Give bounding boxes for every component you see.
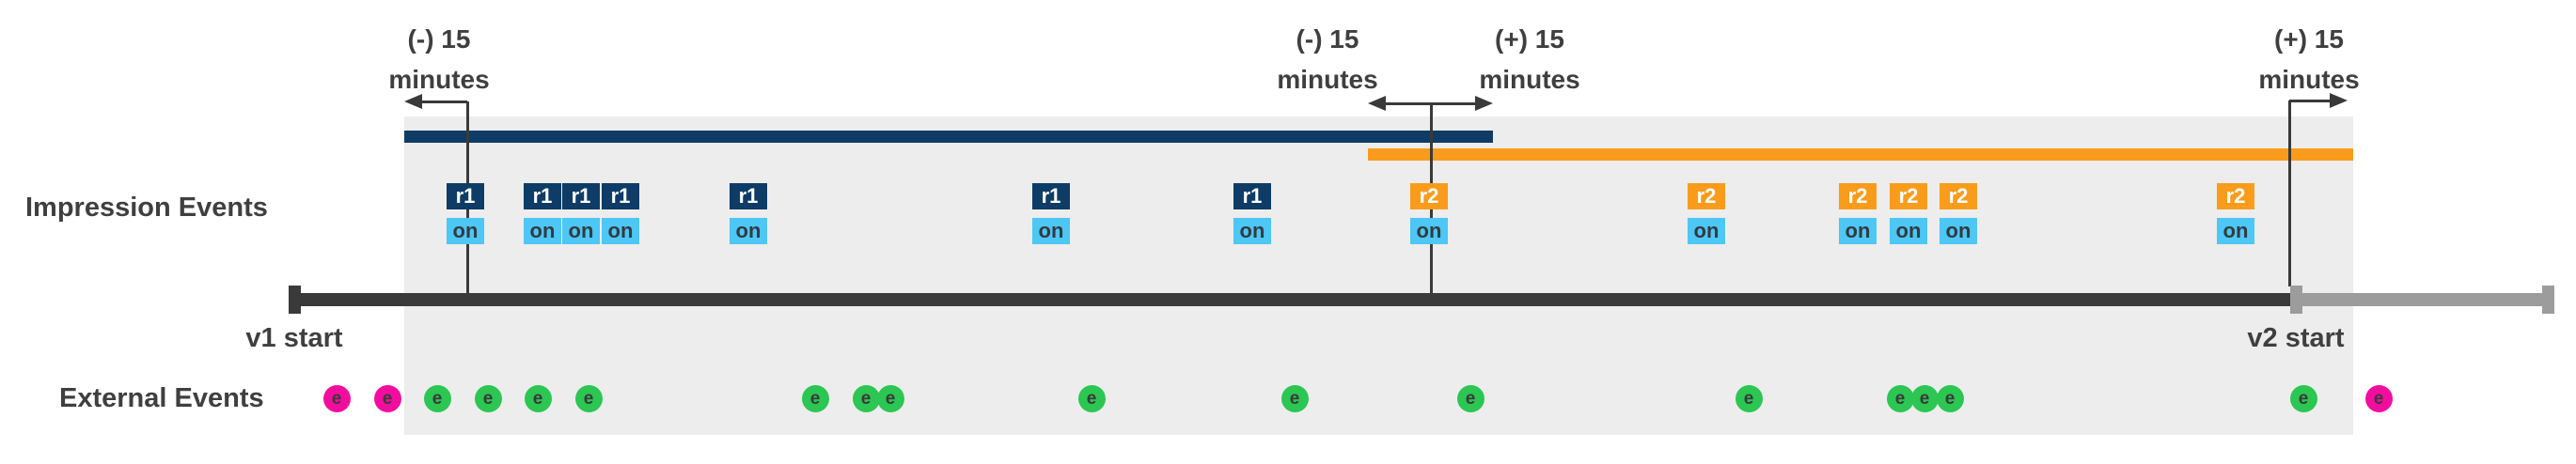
impression-box-r1: r1 bbox=[730, 183, 767, 209]
external-event-dot-green: e bbox=[574, 384, 603, 412]
impression-on-box: on bbox=[1410, 218, 1448, 244]
external-event-dot-green: e bbox=[1886, 384, 1914, 412]
external-event-dot-green: e bbox=[1735, 384, 1763, 412]
v2-minus-15-label-line2: minutes bbox=[1277, 65, 1378, 94]
external-event-dot-green: e bbox=[1456, 384, 1484, 412]
v2-plus-15-label-line1: (+) 15 bbox=[1495, 24, 1564, 54]
v1-start-label: v1 start bbox=[245, 323, 343, 353]
v2-end-plus-15-label: (+) 15 minutes bbox=[2258, 19, 2359, 100]
external-event-dot-green: e bbox=[1910, 384, 1939, 412]
external-event-dot-pink: e bbox=[2364, 384, 2393, 412]
impression-box-r2: r2 bbox=[1688, 183, 1725, 209]
v1-minus-15-label: (-) 15 minutes bbox=[388, 19, 489, 100]
external-event-dot-green: e bbox=[852, 384, 880, 412]
v2-timeline-segment bbox=[2290, 293, 2554, 306]
v2-plus-15-label-line2: minutes bbox=[1479, 65, 1580, 94]
impression-box-r2: r2 bbox=[1839, 183, 1877, 209]
impression-box-r2: r2 bbox=[1410, 183, 1448, 209]
external-event-dot-green: e bbox=[474, 384, 502, 412]
v2-end-plus-15-arrow-shaft bbox=[2289, 100, 2333, 102]
v2-end-plus-15-label-line1: (+) 15 bbox=[2274, 24, 2344, 54]
v1-timeline-segment bbox=[289, 293, 2290, 306]
v2-minus-15-arrowhead-right-icon bbox=[1475, 96, 1493, 111]
v1-impression-window-bar bbox=[404, 131, 1493, 143]
v2-minus-15-arrowhead-left-icon bbox=[1368, 96, 1386, 111]
v1-minus-15-label-line1: (-) 15 bbox=[407, 24, 471, 54]
impression-on-box: on bbox=[602, 218, 639, 244]
v2-start-label: v2 start bbox=[2247, 323, 2345, 353]
impression-on-box: on bbox=[1940, 218, 1977, 244]
external-event-dot-green: e bbox=[1936, 384, 1964, 412]
impression-on-box: on bbox=[1890, 218, 1927, 244]
external-event-dot-green: e bbox=[2289, 384, 2317, 412]
v2-start-cap bbox=[2290, 286, 2302, 314]
impression-on-box: on bbox=[1688, 218, 1725, 244]
impression-events-label: Impression Events bbox=[25, 193, 268, 223]
impression-on-box: on bbox=[1839, 218, 1877, 244]
external-event-dot-green: e bbox=[423, 384, 451, 412]
impression-box-r1: r1 bbox=[1233, 183, 1271, 209]
external-event-dot-green: e bbox=[524, 384, 552, 412]
external-event-dot-pink: e bbox=[322, 384, 351, 412]
impression-on-box: on bbox=[524, 218, 561, 244]
v2-minus-15-label-line1: (-) 15 bbox=[1296, 24, 1359, 54]
impression-on-box: on bbox=[1032, 218, 1070, 244]
impression-box-r2: r2 bbox=[1890, 183, 1927, 209]
external-event-dot-green: e bbox=[1280, 384, 1309, 412]
external-event-dot-green: e bbox=[801, 384, 829, 412]
impression-box-r1: r1 bbox=[524, 183, 561, 209]
impression-on-box: on bbox=[562, 218, 600, 244]
impression-box-r1: r1 bbox=[447, 183, 484, 209]
impression-on-box: on bbox=[1233, 218, 1271, 244]
impression-on-box: on bbox=[730, 218, 767, 244]
v2-plus-15-label: (+) 15 minutes bbox=[1479, 19, 1579, 100]
impression-box-r2: r2 bbox=[2217, 183, 2254, 209]
v2-minus-15-label: (-) 15 minutes bbox=[1277, 19, 1377, 100]
external-event-dot-green: e bbox=[876, 384, 904, 412]
v1-minus-15-arrow-shaft bbox=[419, 101, 467, 103]
analysis-window-panel bbox=[404, 116, 2353, 435]
v2-impression-window-bar bbox=[1368, 148, 2353, 161]
v1-start-cap bbox=[289, 286, 301, 314]
impression-on-box: on bbox=[447, 218, 484, 244]
impression-box-r1: r1 bbox=[562, 183, 600, 209]
v1-minus-15-label-line2: minutes bbox=[388, 65, 490, 94]
external-event-dot-pink: e bbox=[373, 384, 401, 412]
external-events-label: External Events bbox=[59, 383, 264, 413]
v2-end-plus-15-arrowhead-right-icon bbox=[2330, 93, 2348, 108]
external-event-dot-green: e bbox=[1077, 384, 1106, 412]
v2-end-plus-15-guide-line bbox=[2288, 101, 2291, 286]
v2-end-plus-15-label-line2: minutes bbox=[2258, 65, 2360, 94]
impression-box-r1: r1 bbox=[1032, 183, 1070, 209]
v2-end-cap bbox=[2542, 286, 2554, 314]
impression-box-r1: r1 bbox=[602, 183, 639, 209]
impression-on-box: on bbox=[2217, 218, 2254, 244]
v1-minus-15-arrowhead-left-icon bbox=[404, 94, 422, 109]
impression-box-r2: r2 bbox=[1940, 183, 1977, 209]
